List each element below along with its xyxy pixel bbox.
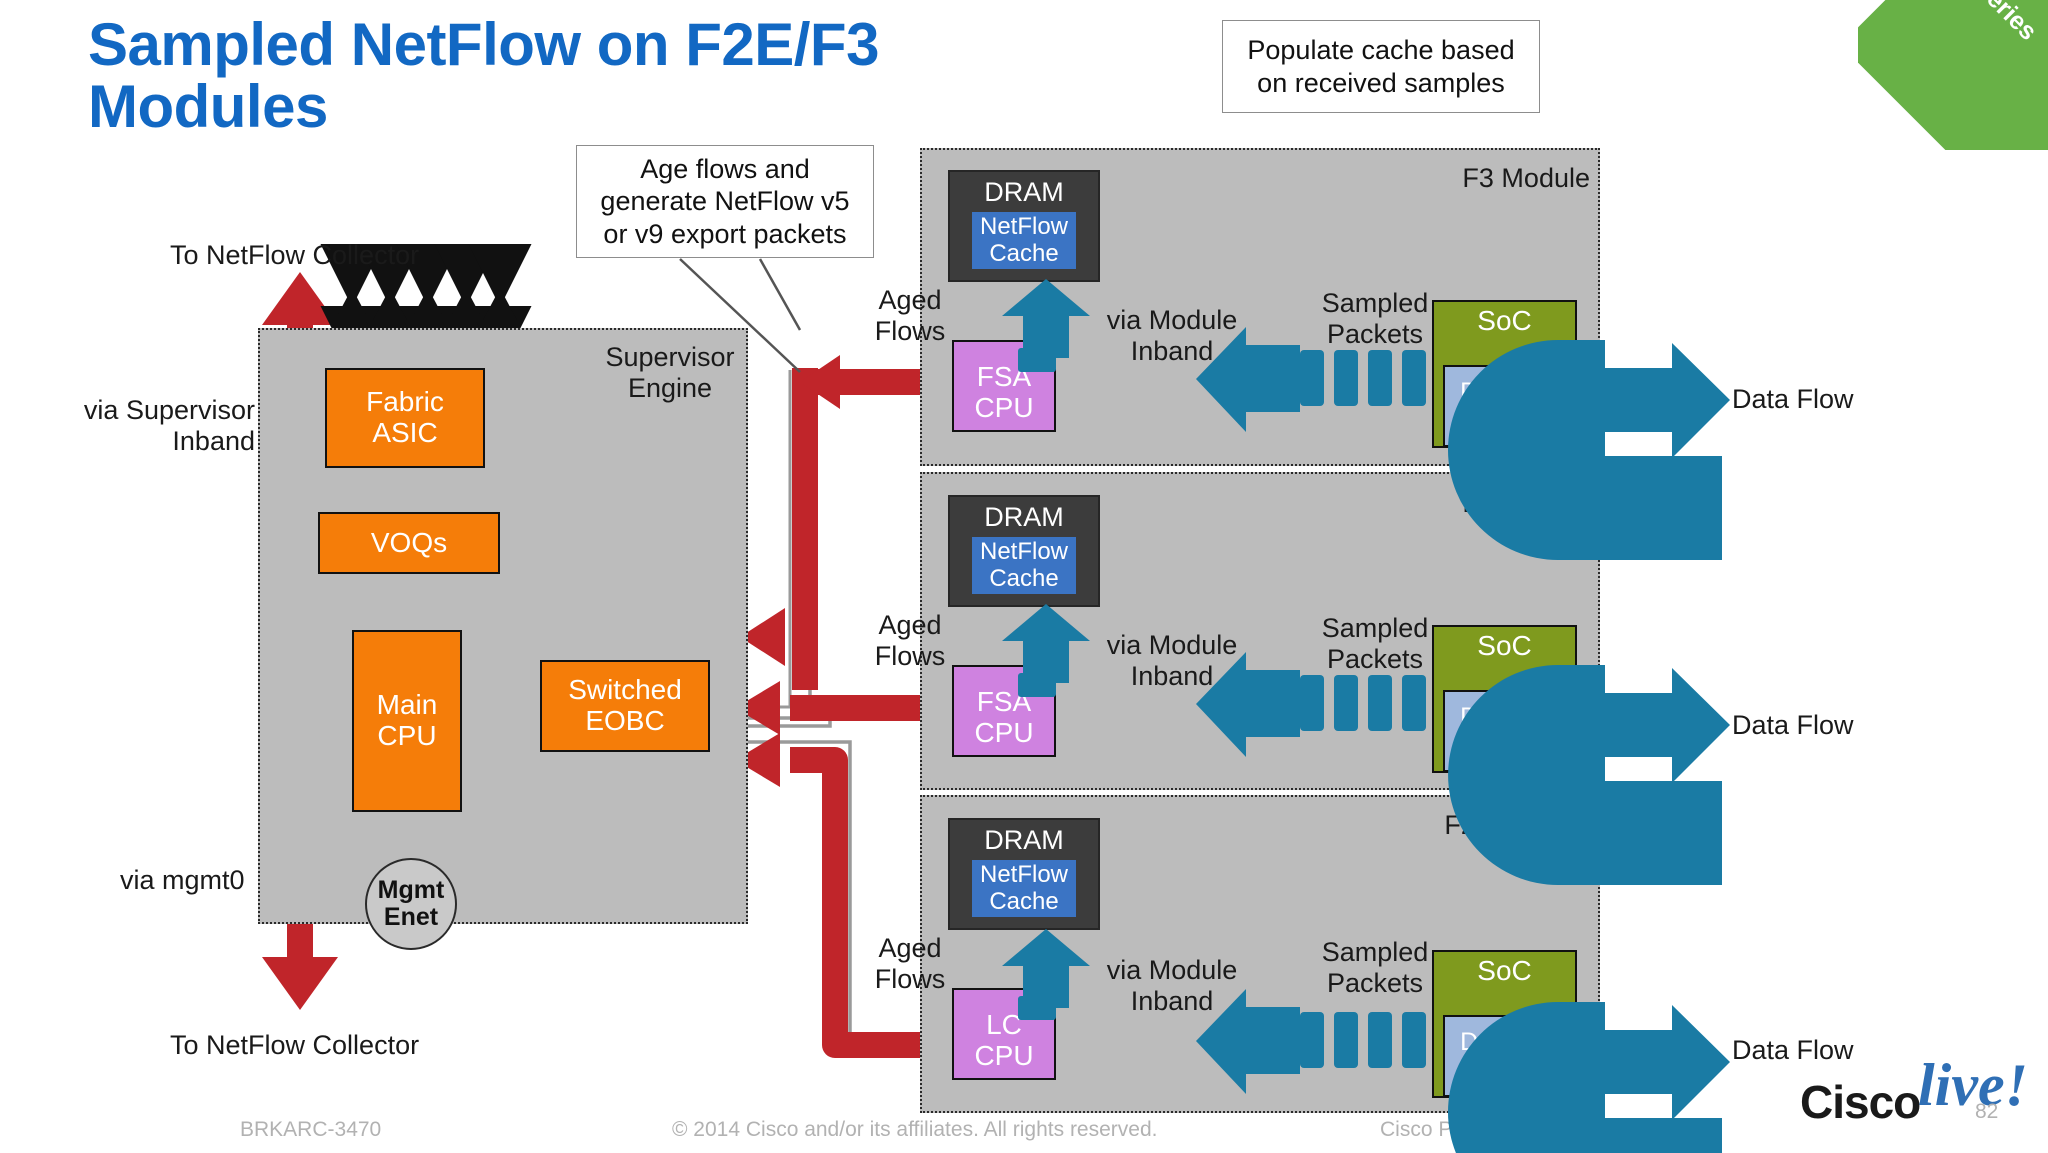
mgmt-enet-node[interactable]: Mgmt Enet (365, 858, 457, 950)
label-to-collector-top: To NetFlow Collector (170, 240, 420, 270)
red-arrowhead-m1 (800, 355, 840, 409)
module-1-panel-label: F3 Module (1462, 163, 1590, 193)
red-m3-path (790, 747, 905, 1058)
main-cpu-block[interactable]: Main CPU (352, 630, 462, 812)
module-1-aged-flows-label: Aged Flows (874, 285, 946, 347)
module-1-data-flow-label: Data Flow (1732, 384, 1854, 414)
module-3-aged-flows-label: Aged Flows (874, 933, 946, 995)
callout-leader-lines (679, 258, 802, 373)
callout-age-flows: Age flows and generate NetFlow v5 or v9 … (576, 145, 874, 258)
module-2-cpu[interactable]: FSA CPU (952, 665, 1056, 757)
module-3-cpu[interactable]: LC CPU (952, 988, 1056, 1080)
module-2-soc-label: SoC (1477, 630, 1532, 661)
module-1-netflow-cache: NetFlow Cache (971, 211, 1077, 270)
voqs-block[interactable]: VOQs (318, 512, 500, 574)
module-1-cpu-label: FSA CPU (974, 361, 1034, 424)
data-flow-arrow-2 (1448, 665, 1730, 885)
red-arrowhead-m2 (735, 681, 780, 735)
module-2-sampled-label: Sampled Packets (1321, 613, 1429, 675)
red-arrowhead-m3 (735, 733, 780, 787)
module-3-sampled-packets (1196, 989, 1426, 1094)
callout-populate-cache: Populate cache based on received samples (1222, 20, 1540, 113)
data-flow-arrow-3 (1448, 1002, 1730, 1153)
red-arrowhead-collector-bottom (262, 957, 338, 1010)
module-2-netflow-cache: NetFlow Cache (971, 536, 1077, 595)
fabric-asic-block[interactable]: Fabric ASIC (325, 368, 485, 468)
module-2-sampled-packets (1196, 652, 1426, 757)
fabric-asic-label: Fabric ASIC (366, 386, 444, 448)
cisco-live-script-text: live! (1918, 1052, 2028, 1118)
label-via-supervisor-inband: via Supervisor Inband (83, 395, 255, 457)
page-number: 82 (1975, 1100, 1999, 1123)
module-3-dram: DRAM NetFlow Cache (948, 818, 1100, 930)
cisco-live-logo: Cisco live! (1800, 1052, 2028, 1128)
label-via-mgmt0: via mgmt0 (120, 865, 245, 895)
voqs-label: VOQs (370, 526, 448, 558)
module-1-sampled-label: Sampled Packets (1321, 288, 1429, 350)
module-2-dram-label: DRAM (984, 502, 1064, 532)
red-arrowhead-collector-top (262, 272, 338, 325)
module-3-soc-label: SoC (1477, 955, 1532, 986)
module-3-netflow-cache: NetFlow Cache (971, 859, 1077, 918)
label-to-collector-bottom: To NetFlow Collector (170, 1030, 420, 1060)
module-1-soc-label: SoC (1477, 305, 1532, 336)
module-1-sampled-packets (1196, 327, 1426, 432)
teal-cache-arrows (1002, 279, 1090, 1008)
main-cpu-label: Main CPU (376, 689, 438, 751)
data-flow-arrow-1 (1448, 340, 1730, 560)
switched-eobc-block[interactable]: Switched EOBC (540, 660, 710, 752)
module-1-dram: DRAM NetFlow Cache (948, 170, 1100, 282)
cisco-logo-text: Cisco (1800, 1076, 1921, 1128)
module-1-dram-label: DRAM (984, 177, 1064, 207)
footer-session-id: BRKARC-3470 (240, 1118, 382, 1141)
module-3-dram-label: DRAM (984, 825, 1064, 855)
module-3-sampled-label: Sampled Packets (1321, 937, 1429, 999)
module-2-aged-flows-label: Aged Flows (874, 610, 946, 672)
module-1-cpu[interactable]: FSA CPU (952, 340, 1056, 432)
page-title: Sampled NetFlow on F2E/F3 Modules (88, 11, 879, 141)
footer-copyright: © 2014 Cisco and/or its affiliates. All … (672, 1118, 1158, 1141)
module-2-data-flow-label: Data Flow (1732, 710, 1854, 740)
module-2-inband-label: via Module Inband (1106, 630, 1238, 692)
red-arrowhead-riser (740, 608, 785, 666)
module-3-inband-label: via Module Inband (1106, 955, 1238, 1017)
module-1-inband-label: via Module Inband (1106, 305, 1238, 367)
switched-eobc-label: Switched EOBC (568, 674, 682, 736)
module-3-cpu-label: LC CPU (974, 1009, 1034, 1072)
supervisor-panel-label: Supervisor Engine (605, 342, 735, 403)
mgmt-enet-label: Mgmt Enet (377, 875, 445, 931)
module-3-data-flow-label: Data Flow (1732, 1035, 1854, 1065)
module-2-dram: DRAM NetFlow Cache (948, 495, 1100, 607)
